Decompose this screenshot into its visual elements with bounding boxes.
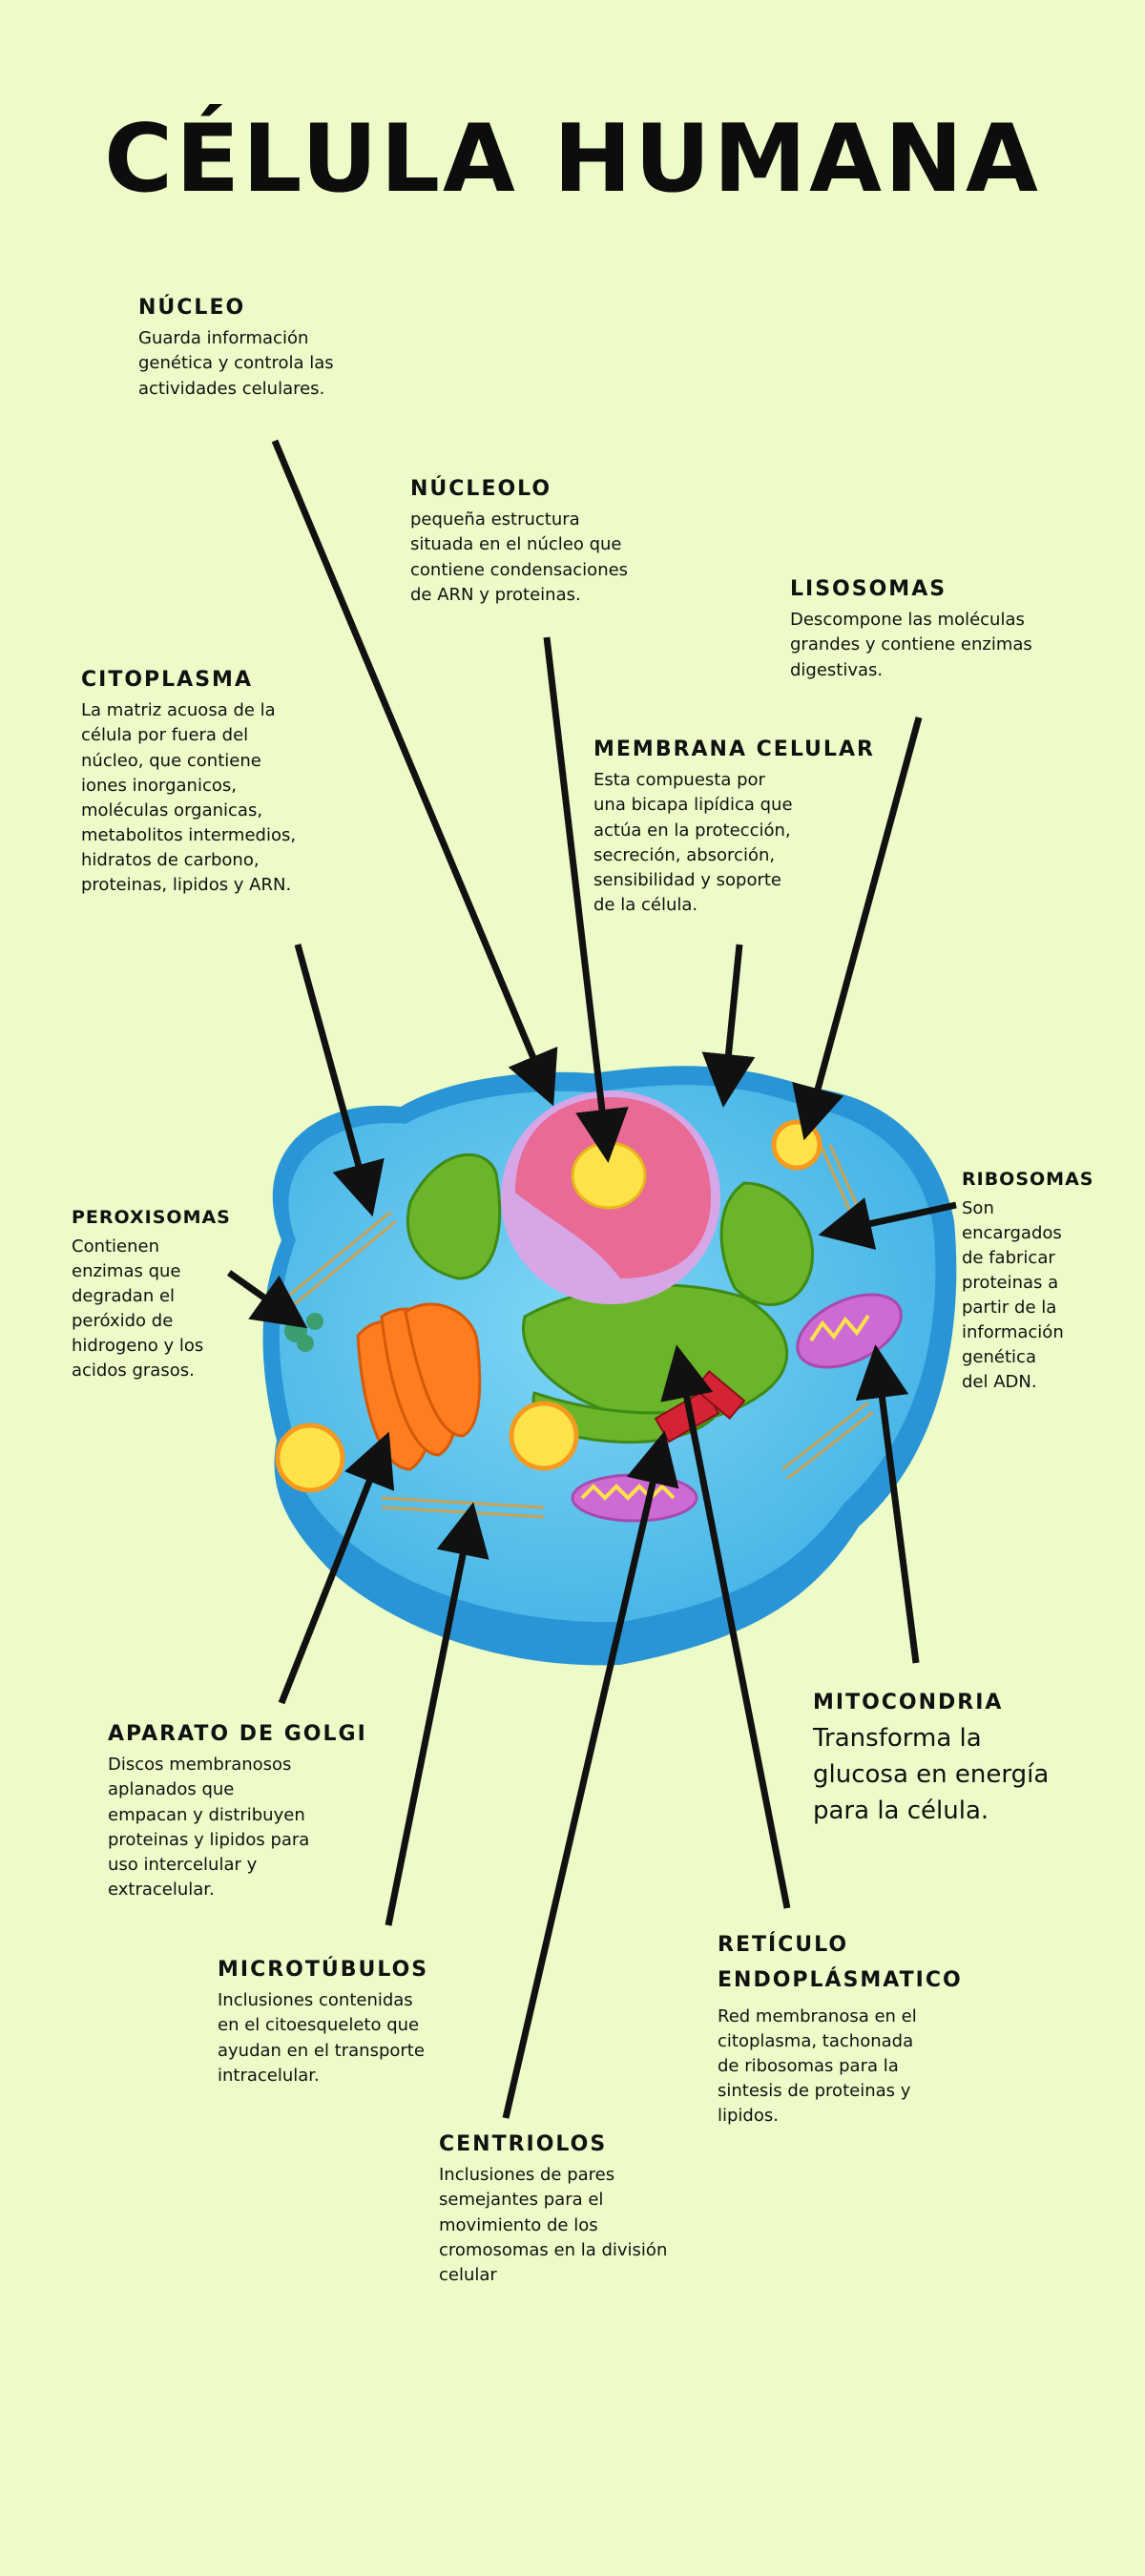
- label-microtubulos-heading: MICROTÚBULOS: [218, 1958, 429, 1982]
- label-golgi: APARATO DE GOLGI Discos membranosos apla…: [108, 1722, 367, 1902]
- arrow-ribosomas: [818, 1197, 957, 1250]
- label-membrana-desc: Esta compuesta por una bicapa lipídica q…: [593, 770, 793, 915]
- label-peroxisomas-heading: PEROXISOMAS: [72, 1207, 231, 1228]
- label-lisosomas: LISOSOMAS Descompone las moléculas grand…: [790, 577, 1032, 683]
- arrow-lisosomas: [792, 717, 923, 1141]
- pointer-arrows: [226, 439, 957, 2119]
- arrow-citoplasma: [294, 944, 385, 1217]
- label-ribosomas-desc: Son encargados de fabricar proteinas a p…: [962, 1197, 1064, 1393]
- label-peroxisomas: PEROXISOMAS Contienen enzimas que degrad…: [72, 1207, 231, 1383]
- arrow-nucleo: [271, 439, 558, 1107]
- label-mitocondria: MITOCONDRIA Transforma la glucosa en ene…: [813, 1691, 1049, 1829]
- label-nucleolo-desc: pequeña estructura situada en el núcleo …: [410, 509, 629, 605]
- arrow-membrana: [701, 944, 756, 1108]
- label-microtubulos: MICROTÚBULOS Inclusiones contenidas en e…: [218, 1958, 428, 2088]
- label-nucleolo-heading: NÚCLEOLO: [410, 477, 552, 501]
- arrow-microtubulos: [385, 1502, 489, 1926]
- label-mitocondria-desc: Transforma la glucosa en energía para la…: [813, 1724, 1050, 1825]
- label-nucleo: NÚCLEO Guarda información genética y con…: [138, 296, 334, 402]
- label-ribosomas-heading: RIBOSOMAS: [962, 1169, 1094, 1190]
- label-membrana-heading: MEMBRANA CELULAR: [593, 737, 875, 761]
- arrow-nucleolo: [543, 636, 629, 1163]
- label-microtubulos-desc: Inclusiones contenidas en el citoesquele…: [218, 1990, 425, 2086]
- label-lisosomas-desc: Descompone las moléculas grandes y conti…: [790, 610, 1032, 680]
- label-ribosomas: RIBOSOMAS Son encargados de fabricar pro…: [962, 1169, 1093, 1396]
- nucleus: [501, 1091, 720, 1304]
- label-centriolos-heading: CENTRIOLOS: [439, 2132, 608, 2156]
- arrow-reticulo: [660, 1344, 791, 1909]
- label-lisosomas-heading: LISOSOMAS: [790, 577, 947, 601]
- page-title: CÉLULA HUMANA: [104, 105, 1041, 214]
- arrow-peroxisomas: [226, 1270, 308, 1329]
- arrow-mitocondria: [855, 1344, 920, 1664]
- label-membrana: MEMBRANA CELULAR Esta compuesta por una …: [593, 737, 875, 918]
- label-reticulo: RETÍCULO ENDOPLÁSMATICO Red membranosa e…: [718, 1927, 963, 2129]
- label-reticulo-heading: RETÍCULO ENDOPLÁSMATICO: [718, 1933, 963, 1993]
- label-centriolos: CENTRIOLOS Inclusiones de pares semejant…: [439, 2132, 667, 2288]
- arrow-golgi: [278, 1431, 395, 1705]
- label-reticulo-desc: Red membranosa en el citoplasma, tachona…: [718, 2005, 917, 2127]
- label-golgi-heading: APARATO DE GOLGI: [108, 1722, 367, 1746]
- label-nucleolo: NÚCLEOLO pequeña estructura situada en e…: [410, 477, 628, 608]
- label-citoplasma-desc: La matriz acuosa de la célula por fuera …: [81, 700, 297, 896]
- arrow-centriolos: [502, 1430, 679, 2119]
- label-peroxisomas-desc: Contienen enzimas que degradan el peróxi…: [72, 1236, 204, 1381]
- label-centriolos-desc: Inclusiones de pares semejantes para el …: [439, 2165, 668, 2285]
- label-citoplasma-heading: CITOPLASMA: [81, 668, 253, 692]
- label-citoplasma: CITOPLASMA La matriz acuosa de la célula…: [81, 668, 296, 898]
- label-mitocondria-heading: MITOCONDRIA: [813, 1691, 1004, 1714]
- label-nucleo-desc: Guarda información genética y controla l…: [138, 328, 334, 399]
- label-nucleo-heading: NÚCLEO: [138, 296, 246, 320]
- label-golgi-desc: Discos membranosos aplanados que empacan…: [108, 1755, 310, 1900]
- nucleolus: [571, 1141, 647, 1210]
